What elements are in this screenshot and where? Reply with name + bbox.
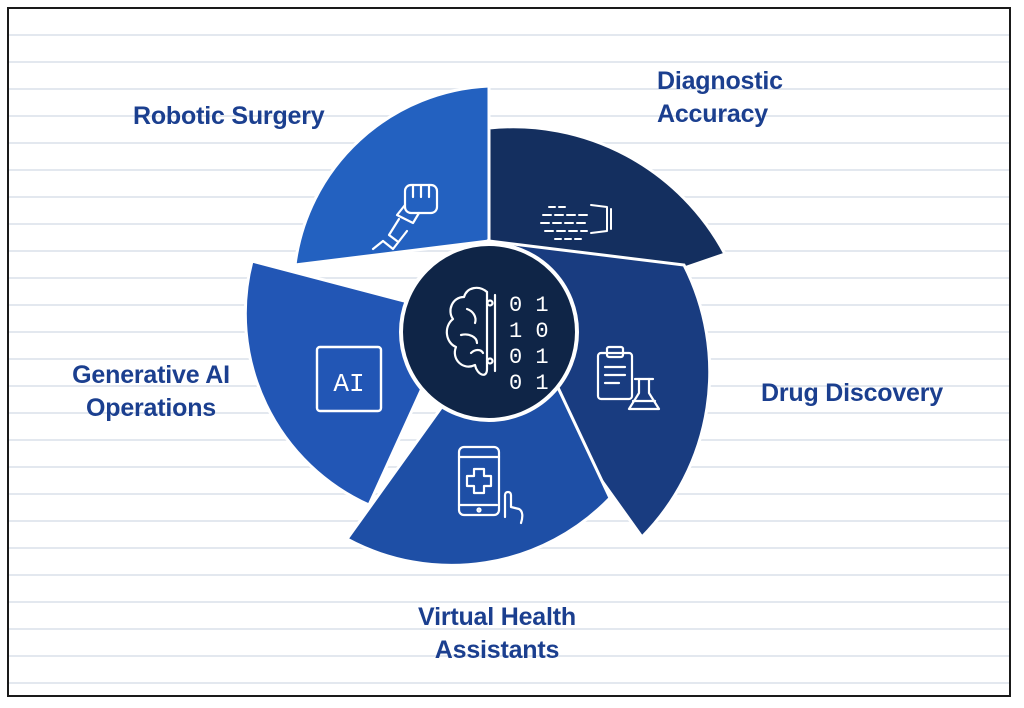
- binary-digits: 0 1 1 0 0 1 0 1: [509, 293, 549, 396]
- label-drug-discovery: Drug Discovery: [761, 377, 943, 410]
- label-line: Generative AI: [72, 361, 230, 389]
- label-diagnostic-accuracy: Diagnostic Accuracy: [657, 65, 783, 131]
- label-line: Virtual Health: [418, 603, 576, 631]
- binary-row: 1 0: [509, 319, 549, 344]
- label-robotic-surgery: Robotic Surgery: [133, 100, 325, 133]
- ai-chip-icon: AI: [315, 345, 383, 413]
- segment-robotic-surgery: [293, 84, 491, 267]
- medical-phone-icon: [457, 445, 524, 525]
- brain-binary-icon: [445, 286, 497, 376]
- label-line: Drug Discovery: [761, 379, 943, 407]
- robotic-arm-icon: [371, 183, 439, 251]
- ai-chip-text: AI: [333, 369, 364, 399]
- binary-row: 0 1: [509, 345, 549, 370]
- label-line: Assistants: [434, 636, 560, 664]
- diagram-frame: 0 1 1 0 0 1 0 1: [7, 7, 1011, 697]
- center-hub: [399, 242, 579, 422]
- scanning-hand-icon: [540, 204, 612, 240]
- clipboard-flask-icon: [596, 345, 661, 411]
- label-line: Robotic Surgery: [133, 102, 325, 130]
- binary-row: 0 1: [509, 293, 549, 318]
- label-generative-ai-operations: Generative AI Operations: [63, 359, 239, 425]
- binary-row: 0 1: [509, 371, 549, 396]
- wheel-diagram: 0 1 1 0 0 1 0 1: [243, 84, 728, 567]
- label-line: Accuracy: [657, 100, 768, 128]
- label-virtual-health-assistants: Virtual Health Assistants: [399, 601, 595, 667]
- label-line: Operations: [86, 394, 216, 422]
- label-line: Diagnostic: [657, 67, 783, 95]
